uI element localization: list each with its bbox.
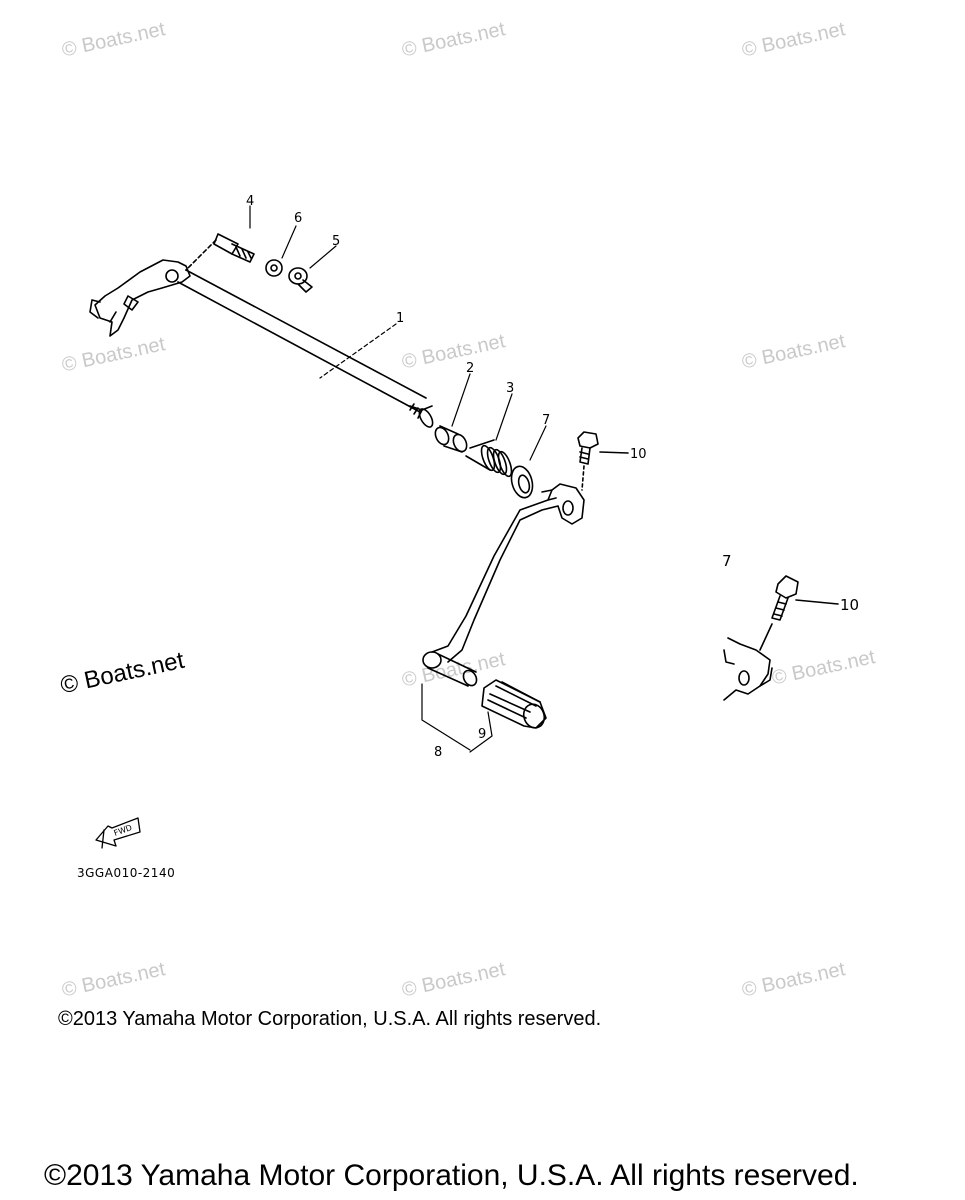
diagram-code: 3GGA010-2140 bbox=[77, 866, 176, 880]
washer-7 bbox=[510, 465, 534, 499]
collar-2 bbox=[434, 425, 468, 453]
bolt-10 bbox=[577, 431, 629, 491]
callout-8: 8 bbox=[434, 745, 442, 760]
bolt-4 bbox=[185, 233, 255, 271]
callout-5: 5 bbox=[332, 234, 340, 249]
footrest-rubber-9 bbox=[481, 679, 547, 729]
callout-1: 1 bbox=[396, 311, 404, 326]
copyright-notice-small: ©2013 Yamaha Motor Corporation, U.S.A. A… bbox=[58, 1008, 602, 1030]
copyright-notice-large: ©2013 Yamaha Motor Corporation, U.S.A. A… bbox=[44, 1159, 859, 1192]
washer-6 bbox=[265, 259, 283, 277]
callout-7-detail: 7 bbox=[722, 552, 732, 570]
fwd-arrow-icon bbox=[95, 817, 141, 849]
callout-4: 4 bbox=[246, 194, 254, 209]
lock-washer-5 bbox=[288, 267, 313, 293]
shift-shaft bbox=[89, 259, 434, 428]
callout-10: 10 bbox=[630, 447, 647, 462]
callout-6: 6 bbox=[294, 211, 302, 226]
callout-3: 3 bbox=[506, 381, 514, 396]
callout-2: 2 bbox=[466, 361, 474, 376]
callout-9: 9 bbox=[478, 727, 486, 742]
detail-view bbox=[723, 575, 839, 701]
torsion-spring-3 bbox=[465, 439, 513, 478]
callout-7: 7 bbox=[542, 413, 550, 428]
callout-10-detail: 10 bbox=[840, 596, 859, 614]
leader-lines bbox=[249, 205, 547, 753]
shift-pedal-8 bbox=[422, 483, 585, 687]
